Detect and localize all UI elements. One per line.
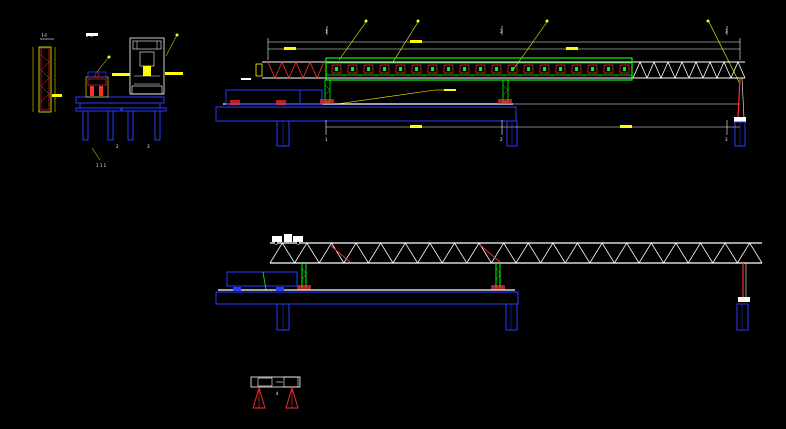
girder-cell (539, 64, 550, 74)
elevation-bottom (215, 234, 763, 331)
girder-cell-core (351, 67, 354, 71)
girder-cell (587, 64, 598, 74)
cross-section-crane-left (85, 71, 109, 98)
pier-mid-2 (505, 303, 518, 331)
girder-cell (395, 64, 406, 74)
girder-cell-core (463, 67, 466, 71)
deck-side-box (225, 89, 323, 105)
section-mark-below-2: 3 (147, 144, 150, 149)
leader-lines-left (91, 33, 179, 161)
girder-cell (475, 64, 486, 74)
girder-cell-core (527, 67, 530, 71)
girder-cell (427, 64, 438, 74)
section-label-1: Ⅰ-Ⅰ (42, 33, 47, 39)
truss-top-chord (262, 61, 745, 79)
section-label-box (86, 33, 98, 36)
pier-top-2 (506, 120, 518, 147)
truss-right-panels (632, 61, 746, 79)
pier-top-3 (734, 121, 746, 147)
pier-column-2 (107, 110, 114, 141)
girder-cell-core (479, 67, 482, 71)
girder-cell-core (511, 67, 514, 71)
narrow-tower-elevation (32, 46, 62, 113)
girder-cell-core (575, 67, 578, 71)
girder-cells (331, 64, 630, 74)
green-girder (325, 57, 633, 81)
section-view-left: Ⅰ-Ⅰ Ⅱ-Ⅱ (32, 33, 183, 168)
cut-mark-top-2: 2 (500, 29, 503, 34)
girder-cell-core (447, 67, 450, 71)
support-leg-1 (320, 79, 334, 104)
girder-cell (347, 64, 358, 74)
girder-cell (603, 64, 614, 74)
girder-cell-core (367, 67, 370, 71)
pier-column-1 (82, 110, 89, 141)
mid-truss-webs (269, 242, 763, 264)
girder-cell-core (591, 67, 594, 71)
mid-deck-beam (215, 291, 519, 305)
girder-cell (491, 64, 502, 74)
cross-section-gantry-right (112, 37, 183, 95)
girder-cell-core (543, 67, 546, 71)
girder-cell-core (495, 67, 498, 71)
cut-mark-bottom-2: 2 (500, 137, 503, 142)
pier-column-4 (154, 110, 161, 141)
cross-section-piers (75, 96, 167, 141)
cut-mark-bottom-3: 3 (725, 137, 728, 142)
trolley-2 (276, 100, 286, 105)
pier-mid-1 (276, 303, 290, 331)
girder-cell (523, 64, 534, 74)
mid-support-leg-3 (738, 263, 750, 302)
section-small-note: 1 1 1 (96, 163, 107, 168)
mid-truss-red-panels (329, 244, 501, 263)
girder-cell (459, 64, 470, 74)
mid-truss-web-path (269, 242, 763, 264)
elevation-top: 1 2 3 (215, 19, 746, 147)
bottom-detail-trolley: 4 (250, 376, 301, 409)
girder-cell (363, 64, 374, 74)
support-leg-3 (734, 77, 746, 122)
girder-cell (507, 64, 518, 74)
leader-lines-top (336, 19, 741, 105)
deck-beam-top (215, 106, 517, 122)
girder-cell-core (335, 67, 338, 71)
truss-left-panels (267, 61, 325, 79)
girder-cell-core (399, 67, 402, 71)
mid-lower-box (226, 271, 298, 287)
mid-support-leg-1 (297, 263, 311, 290)
girder-cell-core (415, 67, 418, 71)
cut-mark-bottom-1: 1 (325, 137, 328, 142)
cut-mark-top-1: 1 (325, 29, 328, 34)
girder-cell-core (383, 67, 386, 71)
cut-mark-top-3: 3 (725, 29, 728, 34)
pier-top-1 (276, 120, 290, 147)
trolley-1 (230, 100, 240, 105)
girder-cell-core (607, 67, 610, 71)
girder-cell (379, 64, 390, 74)
girder-cell (411, 64, 422, 74)
mid-support-leg-2 (491, 263, 505, 290)
girder-cell (571, 64, 582, 74)
detail-mark: 4 (276, 391, 279, 396)
girder-cell (443, 64, 454, 74)
mid-crane-trolleys (272, 234, 303, 245)
girder-cell (619, 64, 630, 74)
pier-column-3 (127, 110, 134, 141)
girder-cell (555, 64, 566, 74)
girder-cell (331, 64, 342, 74)
pier-mid-3 (736, 303, 749, 331)
girder-cell-core (431, 67, 434, 71)
section-cut-markers-top: 1 2 3 (325, 26, 728, 35)
girder-cell-core (623, 67, 626, 71)
support-leg-2 (498, 79, 512, 104)
section-mark-below-1: 2 (116, 144, 119, 149)
girder-cell-core (559, 67, 562, 71)
